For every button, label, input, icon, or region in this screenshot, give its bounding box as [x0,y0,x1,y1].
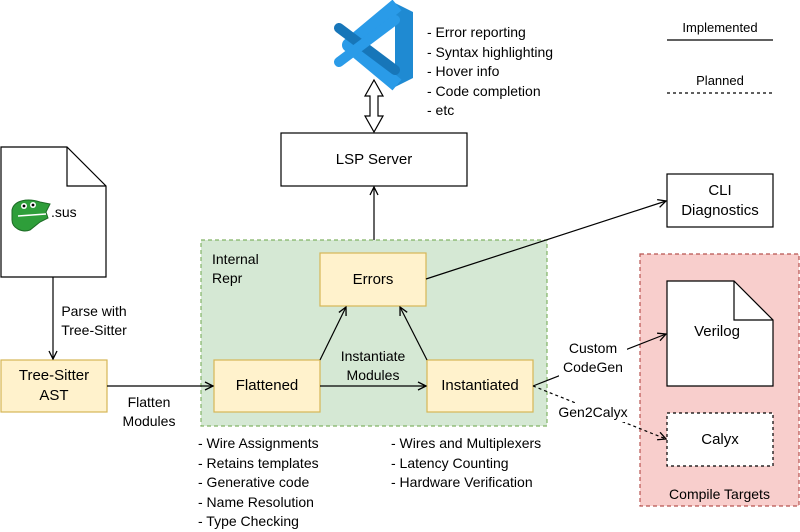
errors-cli-arrow [425,201,666,280]
diagnostics-label-line: Diagnostics [681,201,759,219]
tree-sitter-line: Tree-Sitter [18,367,90,384]
feature-item: - Code completion [427,82,541,99]
flattened-box [213,359,321,413]
tree-sitter-ast-box [0,359,108,413]
calyx-box [666,412,774,467]
cli-label-line: CLI [708,181,732,199]
instantiate-edge-label: Instantiate Modules [333,347,413,385]
legend-implemented-label: Implemented [682,20,758,35]
flattened-note-item: - Generative code [198,474,310,490]
legend-planned-label: Planned [696,73,744,88]
instantiate-line-2: Modules [346,367,400,383]
calyx-label: Calyx [701,430,739,448]
instantiated-note-item: - Hardware Verification [391,474,533,490]
verilog-label: Verilog [694,323,740,340]
parse-edge-label: Parse with Tree-Sitter [56,302,132,340]
errors-label: Errors [352,270,394,288]
feature-item: - Syntax highlighting [427,43,554,60]
custom-codegen-edge-label: Custom CodeGen [559,339,627,377]
instantiate-line-1: Instantiate [340,348,406,364]
crocodile-icon [11,199,51,232]
parse-line-2: Tree-Sitter [61,322,127,338]
instantiated-errors-arrow [400,307,428,361]
instantiated-label: Instantiated [441,377,519,394]
cli-diagnostics-label: CLI Diagnostics [667,174,773,227]
codegen-line: CodeGen [563,359,623,375]
flattened-label: Flattened [235,377,299,394]
flattened-errors-arrow [319,307,346,361]
verilog-file-page [666,280,774,387]
ast-line: AST [39,387,69,404]
source-file-label: .sus [51,204,77,220]
repr-line: Repr [212,270,243,286]
feature-item: - Hover info [427,63,500,79]
feature-item: - etc [427,102,455,118]
instantiated-box [426,359,534,413]
flattened-note-item: - Type Checking [198,513,299,529]
flattened-note-item: - Retains templates [198,454,319,471]
tree-sitter-ast-label: Tree-Sitter AST [1,360,107,412]
flattened-note-item: - Wire Assignments [198,435,319,451]
custom-line: Custom [568,340,618,356]
instantiated-note-item: - Latency Counting [391,454,509,471]
lsp-server-box [280,132,468,187]
compile-targets-label: Compile Targets [669,486,770,502]
parse-line-1: Parse with [61,303,127,319]
internal-repr-label: Internal Repr [212,250,259,288]
flattened-notes: - Wire Assignments - Retains templates -… [198,434,319,532]
flatten-line-2: Modules [122,413,176,429]
errors-box [319,252,427,307]
vscode-icon [334,0,413,91]
lsp-server-label: LSP Server [335,150,413,168]
instantiated-notes: - Wires and Multiplexers - Latency Count… [391,434,541,493]
vscode-lsp-double-arrow [363,78,385,134]
flatten-edge-label: Flatten Modules [112,393,186,431]
cli-diagnostics-box [666,173,774,228]
gen2calyx-edge-label: Gen2Calyx [556,403,630,422]
feature-item: - Error reporting [427,24,526,40]
vscode-feature-list: - Error reporting - Syntax highlighting … [427,23,553,121]
source-file-page [0,146,107,278]
flattened-note-item: - Name Resolution [198,493,314,510]
flatten-line-1: Flatten [127,394,171,410]
instantiated-note-item: - Wires and Multiplexers [391,435,542,451]
internal-line: Internal [212,251,259,267]
